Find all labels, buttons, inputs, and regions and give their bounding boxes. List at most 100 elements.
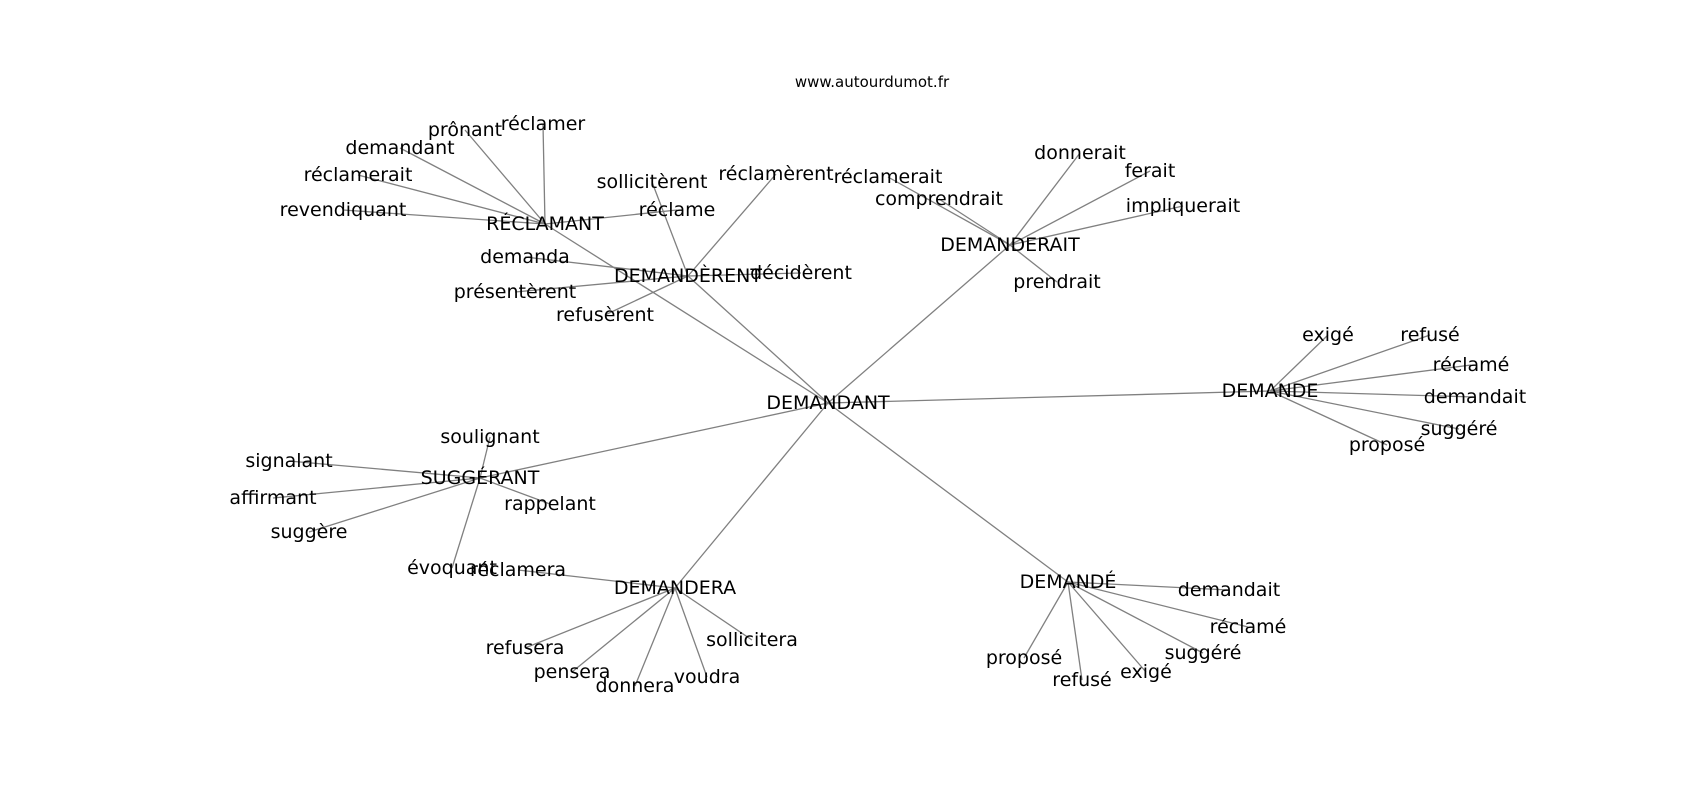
graph-edge [687, 272, 802, 277]
related-word-reclamera[interactable]: réclamera [470, 559, 566, 581]
related-word-voudra[interactable]: voudra [674, 666, 740, 688]
related-word-revendiquant[interactable]: revendiquant [280, 199, 407, 221]
related-word-pronant[interactable]: prônant [428, 119, 502, 141]
graph-edge [1009, 152, 1081, 246]
hub-word-demanderait[interactable]: DEMANDERAIT [940, 234, 1080, 256]
graph-edge [1067, 581, 1230, 591]
related-word-demanda[interactable]: demanda [480, 246, 570, 268]
hub-word-reclamant[interactable]: RÉCLAMANT [486, 212, 604, 235]
related-word-propose[interactable]: proposé [1349, 434, 1425, 456]
graph-edge [479, 477, 551, 505]
related-word-sollicitera[interactable]: sollicitera [706, 629, 798, 651]
graph-edge [674, 587, 753, 641]
related-word-donnera[interactable]: donnera [596, 675, 675, 697]
related-word-demandait[interactable]: demandait [1424, 386, 1526, 408]
related-word-deciderent[interactable]: décidèrent [750, 262, 852, 284]
related-word-reclamerait[interactable]: réclamerait [304, 164, 413, 186]
graph-edge [451, 477, 481, 569]
graph-edge [651, 181, 689, 277]
graph-edge [1269, 390, 1476, 398]
related-word-suggere[interactable]: suggère [271, 521, 348, 543]
related-word-pensera[interactable]: pensera [534, 661, 611, 683]
related-word-comprendrait[interactable]: comprendrait [875, 188, 1003, 210]
related-word-ferait[interactable]: ferait [1125, 160, 1176, 182]
graph-edge [399, 147, 546, 225]
graph-edge [288, 460, 481, 479]
center-word-demandant[interactable]: DEMANDANT [766, 392, 890, 414]
graph-edge [479, 436, 491, 479]
graph-edge [308, 477, 481, 533]
hub-word-demandera[interactable]: DEMANDERA [614, 577, 736, 599]
related-word-demandant[interactable]: demandant [345, 137, 454, 159]
graph-edge [1009, 170, 1151, 246]
related-word-reclamerait[interactable]: réclamerait [834, 166, 943, 188]
graph-edge [1067, 581, 1147, 673]
related-word-refuse[interactable]: refusé [1052, 669, 1111, 691]
hub-word-suggerant[interactable]: SUGGÉRANT [421, 466, 540, 489]
related-word-suggere[interactable]: suggéré [1421, 418, 1498, 440]
graph-edge [1269, 364, 1472, 392]
graph-edge [272, 477, 481, 499]
related-word-exige[interactable]: exigé [1120, 661, 1172, 683]
hub-word-demanderent[interactable]: DEMANDÈRENT [614, 264, 762, 287]
graph-edge [1009, 244, 1058, 283]
related-word-affirmant[interactable]: affirmant [229, 487, 316, 509]
graph-edge [827, 390, 1271, 404]
related-word-propose[interactable]: proposé [986, 647, 1062, 669]
related-word-exige[interactable]: exigé [1302, 324, 1354, 346]
related-word-prendrait[interactable]: prendrait [1013, 271, 1100, 293]
related-word-reclame[interactable]: réclamé [1433, 354, 1510, 376]
graph-edge [544, 209, 678, 225]
graph-edge [514, 275, 689, 293]
related-word-signalant[interactable]: signalant [245, 450, 332, 472]
related-word-reclamerent[interactable]: réclamèrent [718, 163, 833, 185]
related-word-suggere[interactable]: suggéré [1165, 642, 1242, 664]
related-word-solliciterent[interactable]: sollicitèrent [597, 171, 708, 193]
graph-edge [1067, 581, 1083, 681]
related-word-presenterent[interactable]: présentèrent [454, 281, 577, 303]
graph-edge [342, 209, 546, 225]
graph-edge [827, 402, 1069, 583]
hub-word-demande[interactable]: DEMANDE [1222, 380, 1319, 402]
hub-word-demande[interactable]: DEMANDÉ [1020, 570, 1117, 593]
graph-edge [517, 569, 676, 589]
related-word-demandait[interactable]: demandait [1178, 579, 1280, 601]
graph-edge [938, 198, 1011, 246]
graph-edge [687, 275, 829, 404]
graph-edge [1023, 581, 1069, 659]
related-word-reclame[interactable]: réclame [639, 199, 716, 221]
graph-edge [464, 129, 546, 225]
related-word-reclamer[interactable]: réclamer [501, 113, 586, 135]
graph-edge [1067, 581, 1249, 628]
related-word-rappelant[interactable]: rappelant [504, 493, 596, 515]
related-word-donnerait[interactable]: donnerait [1034, 142, 1126, 164]
graph-edge [544, 223, 829, 404]
graph-edge [674, 587, 708, 678]
graph-edge [1269, 390, 1460, 430]
related-word-soulignant[interactable]: soulignant [440, 426, 539, 448]
graph-edge [634, 587, 676, 687]
related-word-evoquant[interactable]: évoquant [407, 557, 497, 579]
related-word-reclame[interactable]: réclamé [1210, 616, 1287, 638]
graph-edge [1269, 334, 1329, 392]
graph-edge [571, 587, 676, 673]
graph-edge [1269, 334, 1431, 392]
graph-edge [887, 176, 1011, 246]
graph-edge [604, 275, 689, 316]
graph-edge [1269, 390, 1388, 446]
graph-nodes: DEMANDANTRÉCLAMANTréclamerprônantdemanda… [229, 113, 1526, 697]
graph-edge [357, 174, 546, 225]
graph-edge [674, 402, 829, 589]
related-word-refuse[interactable]: refusé [1400, 324, 1459, 346]
graph-edge [827, 244, 1011, 404]
related-word-refusera[interactable]: refusera [486, 637, 565, 659]
related-word-impliquerait[interactable]: impliquerait [1126, 195, 1240, 217]
graph-edge [1009, 205, 1184, 246]
graph-edge [524, 256, 689, 277]
graph-edge [524, 587, 676, 649]
watermark: www.autourdumot.fr [795, 73, 950, 91]
related-word-refuserent[interactable]: refusèrent [556, 304, 654, 326]
graph-edge [687, 173, 777, 277]
graph-edge [542, 123, 546, 225]
